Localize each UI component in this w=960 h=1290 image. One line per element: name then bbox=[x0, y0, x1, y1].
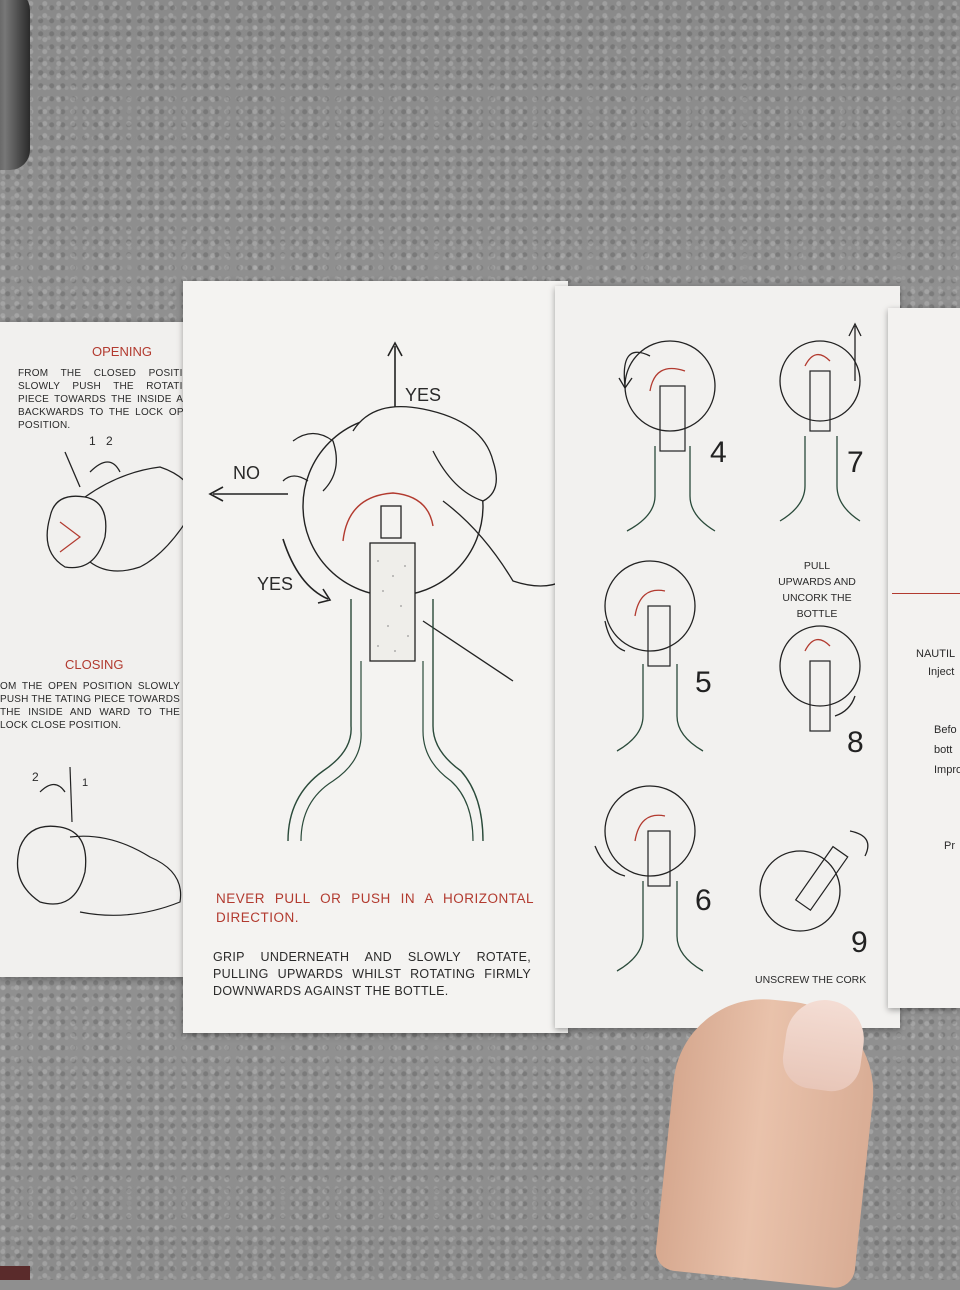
edge-line-6: Pr bbox=[944, 840, 955, 852]
opening-hand-illustration bbox=[46, 451, 199, 572]
step-number-6: 6 bbox=[695, 884, 712, 917]
closing-title: CLOSING bbox=[65, 657, 124, 672]
edge-line-4: bott bbox=[934, 744, 953, 756]
edge-panel: NAUTIL Inject Befo bott Impro Pr bbox=[888, 308, 960, 1008]
step-number-7: 7 bbox=[847, 446, 864, 479]
closing-hand-illustration bbox=[16, 766, 182, 916]
edge-line-5: Impro bbox=[934, 764, 960, 776]
instruction-text: GRIP UNDERNEATH AND SLOWLY ROTATE, PULLI… bbox=[213, 950, 531, 998]
no-left-label: NO bbox=[233, 463, 260, 483]
step9-caption: UNSCREW THE CORK bbox=[755, 974, 867, 986]
opening-text: FROM THE CLOSED POSITION SLOWLY PUSH THE… bbox=[18, 368, 198, 431]
edge-line-3: Befo bbox=[934, 724, 957, 736]
yes-rotate-label: YES bbox=[257, 574, 294, 594]
step-number-4: 4 bbox=[710, 436, 727, 469]
opening-step-1: 1 bbox=[89, 434, 96, 448]
steps-illustration bbox=[594, 322, 869, 972]
divider-line bbox=[892, 593, 960, 594]
step-number-9: 9 bbox=[851, 926, 868, 959]
opening-step-2: 2 bbox=[106, 434, 113, 448]
step-number-8: 8 bbox=[847, 726, 864, 759]
rug-edge bbox=[0, 1266, 30, 1280]
left-panel: OPENING FROM THE CLOSED POSITION SLOWLY … bbox=[0, 322, 200, 977]
closing-step-2: 2 bbox=[32, 770, 39, 784]
center-panel: YES NO YES NEVER PULL OR PUSH IN A HORIZ… bbox=[183, 281, 568, 1033]
warning-text: NEVER PULL OR PUSH IN A HORIZONTAL DIREC… bbox=[216, 891, 534, 925]
metal-object bbox=[0, 0, 30, 170]
step7-caption: PULL UPWARDS AND UNCORK THE BOTTLE bbox=[778, 560, 856, 620]
closing-text: OM THE OPEN POSITION SLOWLY PUSH THE TAT… bbox=[0, 681, 180, 731]
main-illustration bbox=[208, 341, 564, 842]
edge-line-2: Inject bbox=[928, 666, 955, 678]
opening-title: OPENING bbox=[92, 344, 152, 359]
yes-up-label: YES bbox=[405, 385, 442, 405]
right-panel: 4 5 6 7 8 9 PULL UPWARDS AND UNCORK THE … bbox=[555, 286, 900, 1028]
closing-step-1: 1 bbox=[82, 777, 89, 789]
step-number-5: 5 bbox=[695, 666, 712, 699]
edge-line-1: NAUTIL bbox=[916, 648, 956, 660]
